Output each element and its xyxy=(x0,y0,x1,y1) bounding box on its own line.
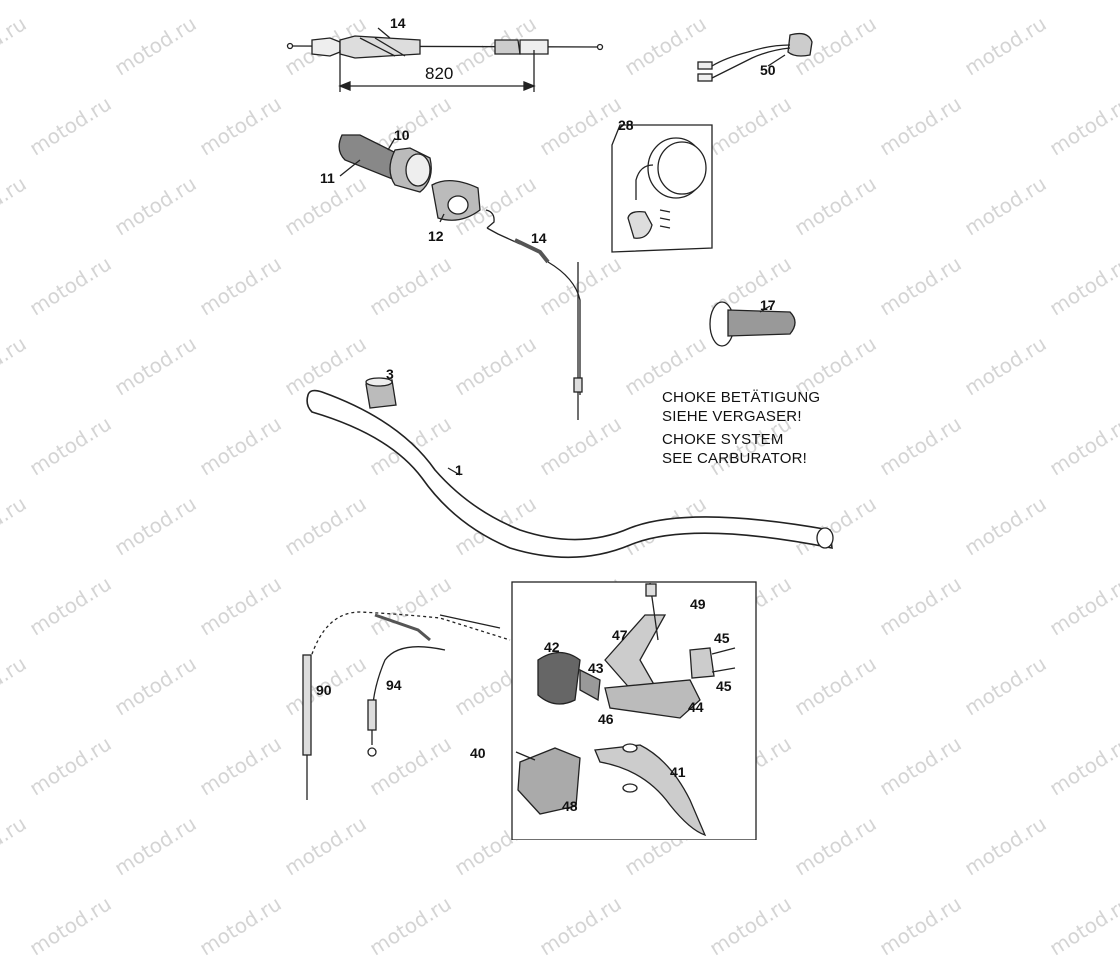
choke-note-line-4: SEE CARBURATOR! xyxy=(662,450,807,467)
callout-90: 90 xyxy=(316,682,332,698)
mirror-28 xyxy=(611,124,713,253)
watermark-text: motod.ru xyxy=(365,891,456,960)
dimension-820: 820 xyxy=(425,64,454,83)
throttle-cover-12 xyxy=(431,180,481,223)
clutch-cables xyxy=(302,611,511,800)
callout-1: 1 xyxy=(455,462,463,478)
callout-94: 94 xyxy=(386,677,402,693)
callout-43: 43 xyxy=(588,660,604,676)
callout-42: 42 xyxy=(544,639,560,655)
clutch-assembly-box xyxy=(511,581,757,840)
callout-28: 28 xyxy=(618,117,634,133)
throttle-cable-lower xyxy=(485,209,583,420)
callout-46: 46 xyxy=(598,711,614,727)
callout-10: 10 xyxy=(394,127,410,143)
watermark-text: motod.ru xyxy=(195,891,286,960)
parts-diagram xyxy=(286,27,834,840)
callout-40: 40 xyxy=(470,745,486,761)
watermark-text: motod.ru xyxy=(535,891,626,960)
callout-44: 44 xyxy=(688,699,704,715)
callout-50: 50 xyxy=(760,62,776,78)
spacer-3 xyxy=(365,377,397,409)
choke-note-line-1: CHOKE BETÄTIGUNG xyxy=(662,389,821,406)
choke-note-line-2: SIEHE VERGASER! xyxy=(662,408,802,425)
watermark-text: motod.ru xyxy=(705,891,796,960)
callout-17: 17 xyxy=(760,297,776,313)
watermark-text: motod.ru xyxy=(875,891,966,960)
watermark-text: motod.ru xyxy=(1045,891,1120,960)
dimension-line xyxy=(338,50,536,92)
left-grip-17 xyxy=(709,301,796,347)
handlebar-1 xyxy=(306,389,834,559)
callout-14-lower: 14 xyxy=(531,230,547,246)
callout-12: 12 xyxy=(428,228,444,244)
callout-11: 11 xyxy=(320,170,335,186)
callout-41: 41 xyxy=(670,764,686,780)
kill-switch-50 xyxy=(697,32,813,82)
choke-note: CHOKE BETÄTIGUNG SIEHE VERGASER! CHOKE S… xyxy=(662,388,820,468)
choke-note-line-3: CHOKE SYSTEM xyxy=(662,431,784,448)
callout-49: 49 xyxy=(690,596,706,612)
throttle-cable-top xyxy=(286,27,604,59)
watermark-text: motod.ru xyxy=(25,891,116,960)
callout-45-b: 45 xyxy=(716,678,732,694)
callout-47: 47 xyxy=(612,627,628,643)
callout-14-top: 14 xyxy=(390,15,406,31)
throttle-grip xyxy=(338,134,432,193)
callout-45-a: 45 xyxy=(714,630,730,646)
callout-48: 48 xyxy=(562,798,578,814)
callout-3: 3 xyxy=(386,366,394,382)
